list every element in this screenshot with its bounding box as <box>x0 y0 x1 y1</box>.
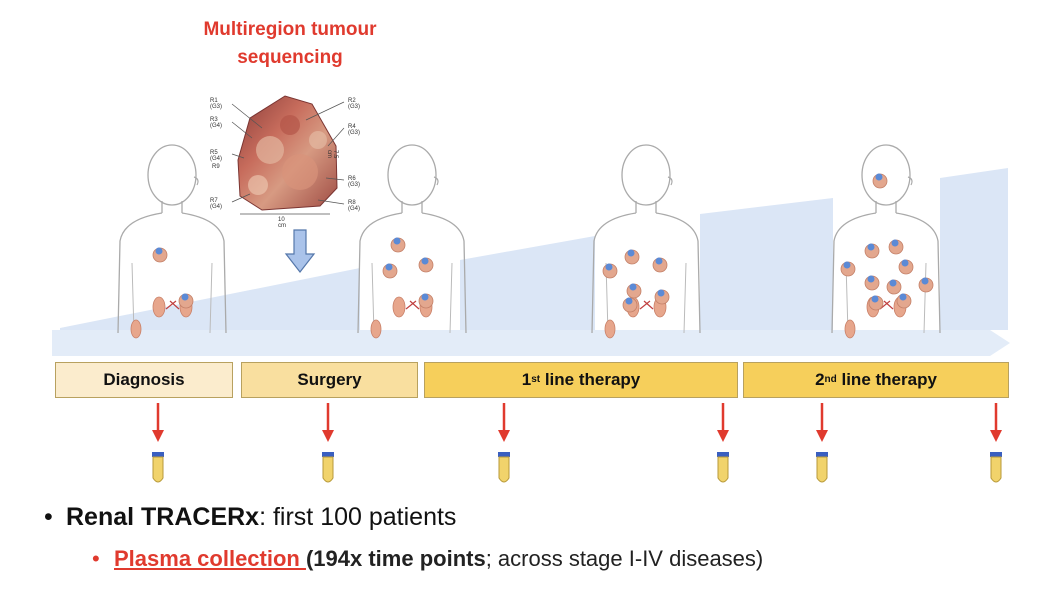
disease-burden-wedge-4 <box>940 168 1008 330</box>
phase-label-rest: line therapy <box>540 370 641 389</box>
disease-burden-wedge-1 <box>60 268 360 330</box>
tumour-label-left-4: R7 (G4) <box>210 198 222 210</box>
bullet-sub-highlight: Plasma collection <box>114 546 306 571</box>
sample-arrow-4 <box>816 403 828 442</box>
bullet-sub: • Plasma collection (194x time points; ac… <box>92 546 763 572</box>
phase-label: Diagnosis <box>103 370 185 389</box>
phase-diagnosis: Diagnosis <box>55 362 233 398</box>
sample-arrow-2 <box>498 403 510 442</box>
phase-label: Surgery <box>297 370 362 389</box>
tumour-scale-side: 7.5 cm <box>326 150 338 159</box>
plasma-tube-1 <box>321 451 335 483</box>
plasma-tube-2 <box>497 451 511 483</box>
tumour-label-left-1: R3 (G4) <box>210 117 222 129</box>
bullet-main-rest: : first 100 patients <box>259 503 457 531</box>
phase-surgery: Surgery <box>241 362 418 398</box>
page-title: Multiregion tumour sequencing <box>170 16 410 72</box>
bullet-main: • Renal TRACERx: first 100 patients <box>44 503 456 532</box>
sample-arrow-5 <box>990 403 1002 442</box>
phase-ordinal: 1 <box>521 370 532 389</box>
plasma-tube-3 <box>716 451 730 483</box>
plasma-tube-5 <box>989 451 1003 483</box>
patient-figure-second-line <box>831 144 941 339</box>
patient-figure-first-line <box>591 144 701 339</box>
disease-burden-wedge-2 <box>460 236 595 330</box>
bullet-sub-open: ( <box>305 546 314 571</box>
tumour-label-left-0: R1 (G3) <box>210 98 222 110</box>
patient-figure-surgery <box>357 144 467 339</box>
title-line-1: Multiregion tumour <box>203 19 377 40</box>
bullet-sub-bold: 194x time points <box>313 546 486 571</box>
tumour-label-left-2: R5 (G4) <box>210 150 222 162</box>
title-line-2: sequencing <box>237 47 343 68</box>
tumour-photo <box>231 95 345 215</box>
bullet-main-bold: Renal TRACERx <box>66 503 260 531</box>
tumour-scale-bottom: 10 cm <box>278 217 286 229</box>
bullet-sub-rest: ; across stage I-IV diseases) <box>485 546 764 571</box>
sample-arrow-0 <box>152 403 164 442</box>
tumour-label-right-1: R4 (G3) <box>348 124 360 136</box>
plasma-tube-4 <box>815 451 829 483</box>
sample-arrow-3 <box>717 403 729 442</box>
phase-label-rest: line therapy <box>836 370 937 389</box>
down-arrow-icon <box>284 229 316 273</box>
tumour-label-right-2: R6 (G3) <box>348 176 360 188</box>
disease-burden-wedge-3 <box>700 198 833 330</box>
tumour-label-left-3: R9 <box>212 164 220 170</box>
tumour-label-right-3: R8 (G4) <box>348 200 360 212</box>
timeline-arrow <box>52 330 1010 356</box>
bullet-dot: • <box>92 546 100 571</box>
phase-ordinal: 2 <box>815 370 825 389</box>
plasma-tube-0 <box>151 451 165 483</box>
sample-arrow-1 <box>322 403 334 442</box>
tumour-label-right-0: R2 (G3) <box>348 98 360 110</box>
bullet-dot: • <box>44 503 53 531</box>
